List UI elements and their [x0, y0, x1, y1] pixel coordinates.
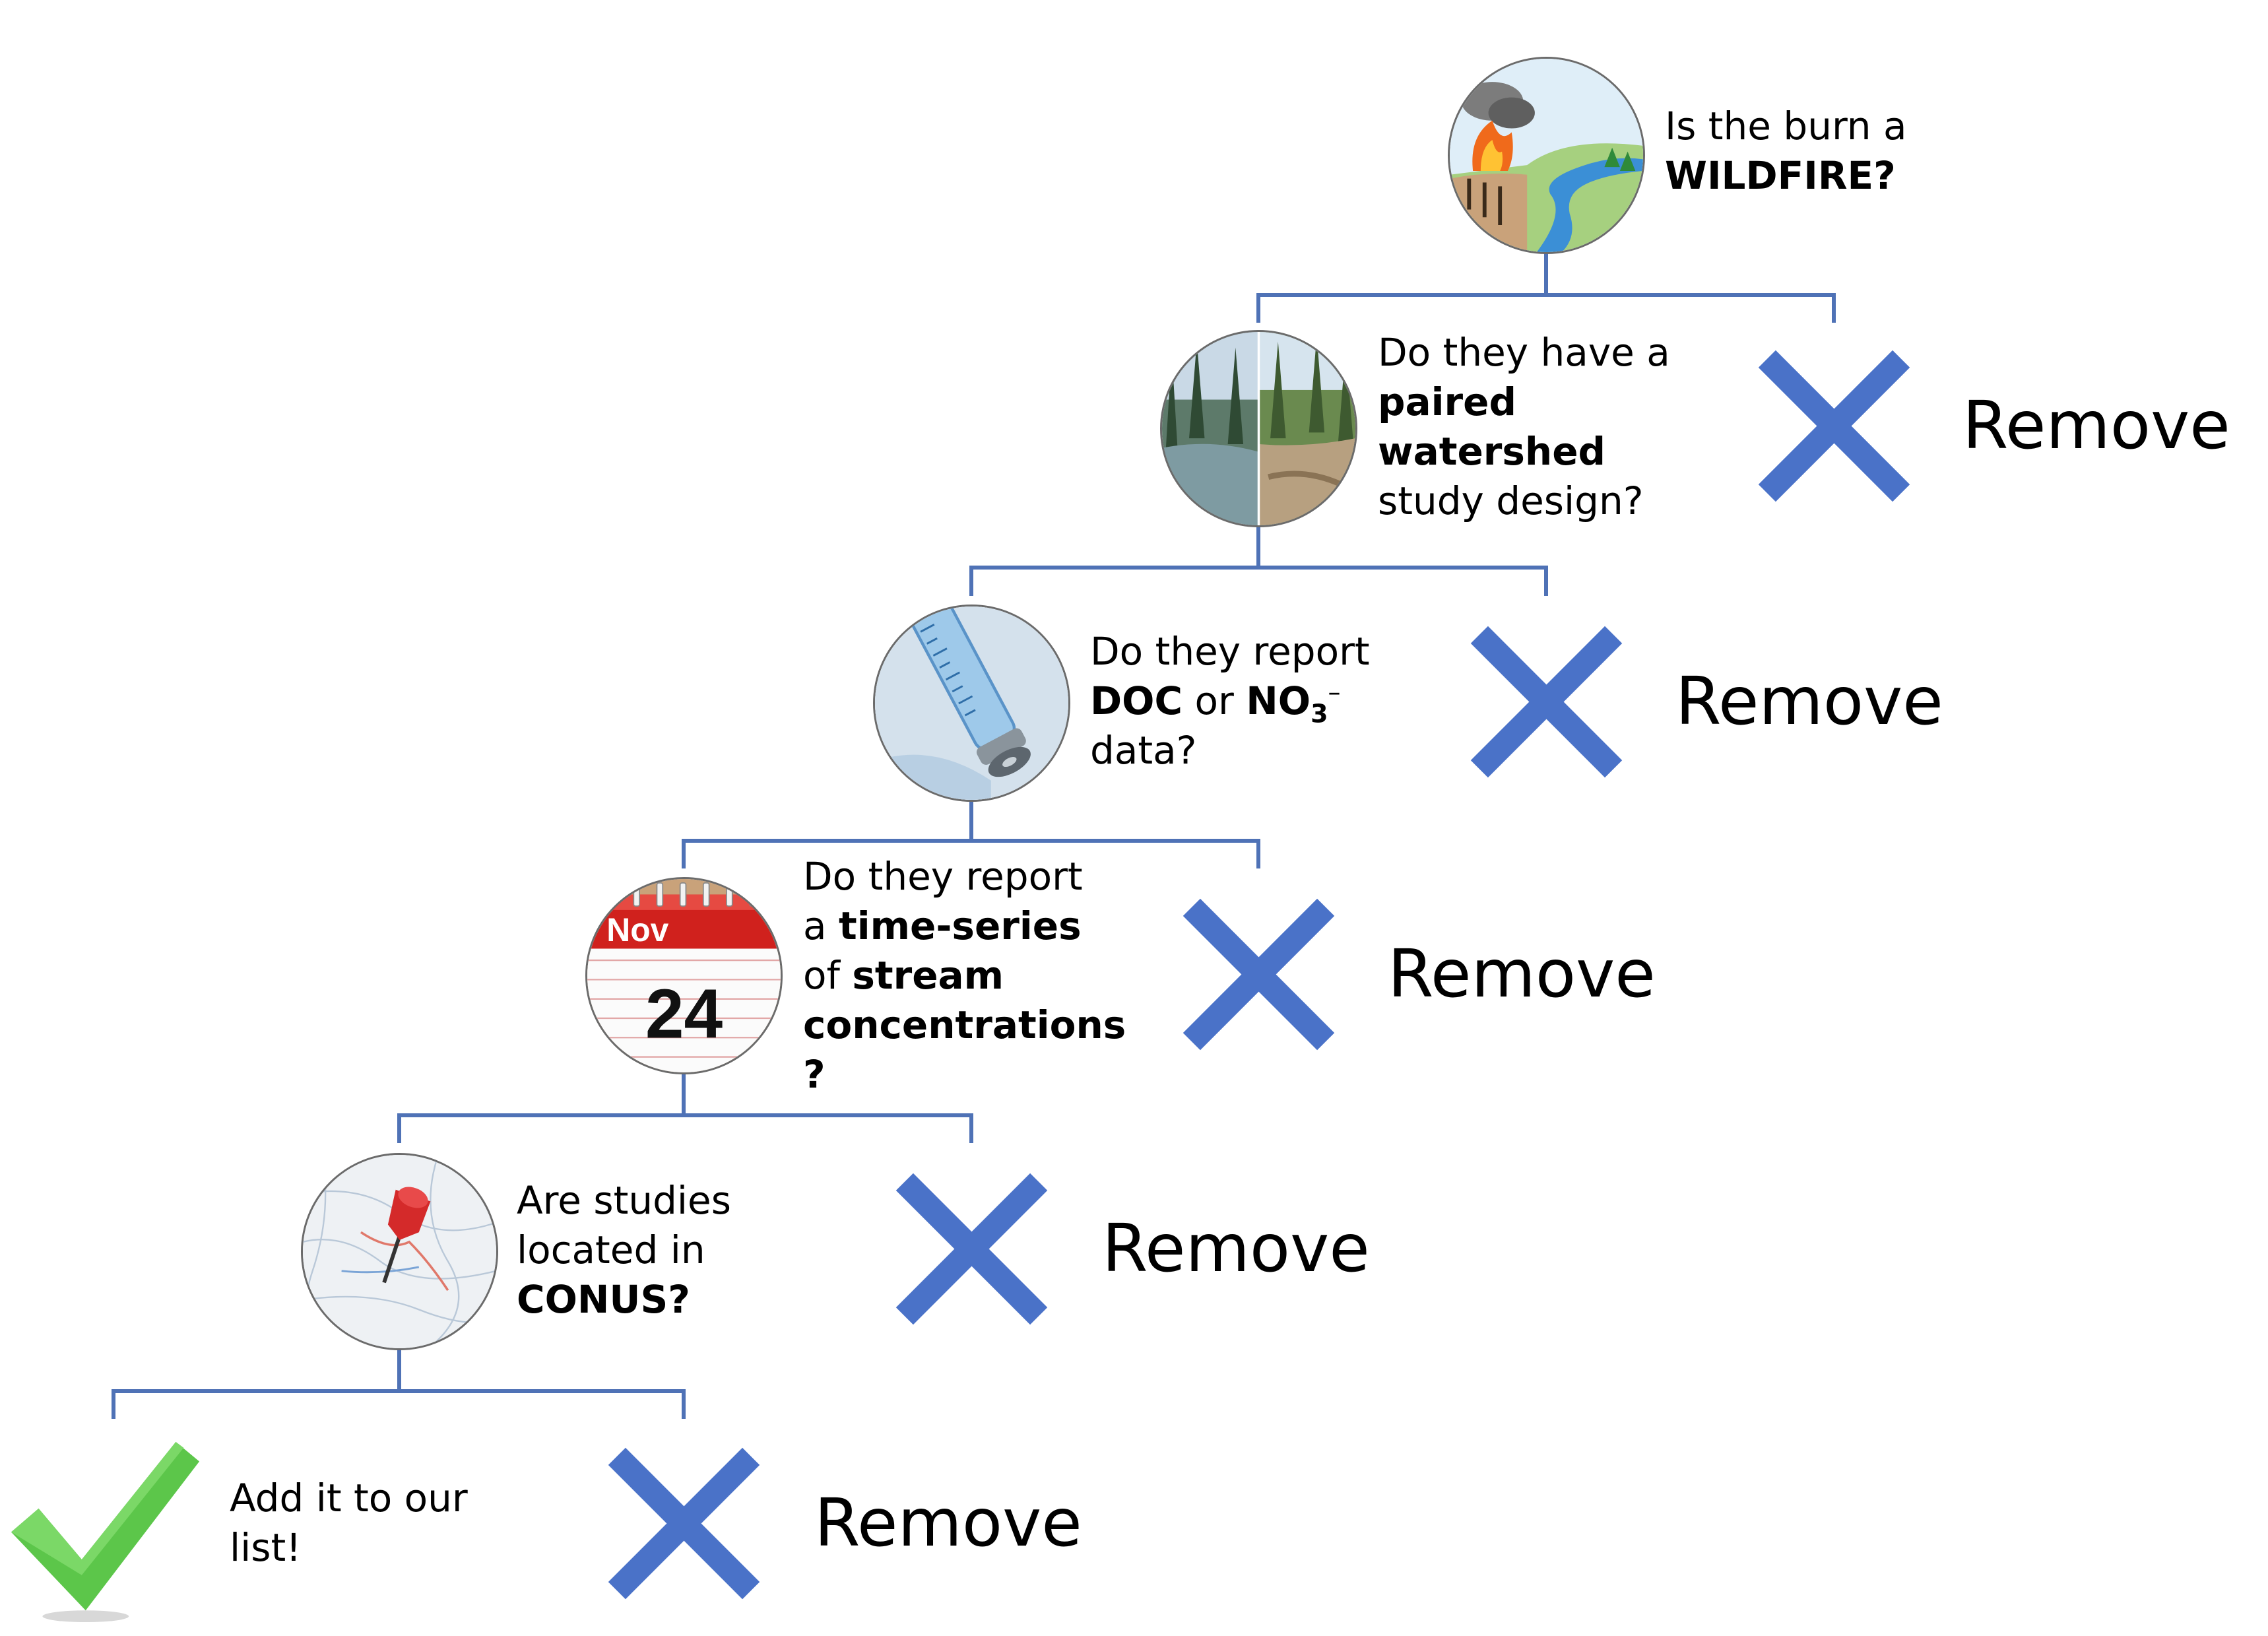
step-2-text-line: study design? [1378, 476, 1670, 526]
final-text-line: list! [230, 1523, 468, 1573]
final-text-part: list! [230, 1525, 302, 1570]
step-5-text-part: CONUS? [517, 1277, 690, 1322]
step-4-text-line: of stream [803, 951, 1126, 1000]
remove-label-5: Remove [814, 1484, 1082, 1561]
step-3-text-line: DOC or NO3– [1090, 676, 1370, 729]
step-2-text-line: paired [1378, 377, 1670, 427]
cross-icon-4 [895, 1173, 1047, 1325]
step-1-question-text: Is the burn a WILDFIRE? [1665, 102, 1907, 201]
step-2-text-part: Do they have a [1378, 330, 1670, 375]
cross-icon-1 [1758, 350, 1910, 502]
syringe-sample-icon [872, 604, 1070, 802]
step-3-text-part: 3 [1311, 699, 1328, 729]
step-2-text-part: watershed [1378, 429, 1606, 474]
step-4-text-line: concentrations [803, 1000, 1126, 1050]
step-2-text-line: Do they have a [1378, 328, 1670, 377]
step-2-text-line: watershed [1378, 427, 1670, 476]
step-4-text-part: Do they report [803, 854, 1083, 899]
checkmark-icon [11, 1441, 200, 1623]
step-3-text-part: Do they report [1090, 629, 1370, 674]
step-4-text-part: concentrations [803, 1002, 1126, 1047]
cross-icon-2 [1470, 626, 1622, 777]
step-3-text-part: data? [1090, 728, 1197, 773]
cross-icon-3 [1183, 898, 1334, 1050]
step-4-text-line: a time-series [803, 901, 1126, 951]
step-5-text-part: located in [517, 1227, 705, 1272]
remove-label-2: Remove [1675, 663, 1943, 740]
cross-icon-5 [608, 1447, 760, 1599]
step-3-text-part: – [1328, 677, 1341, 707]
step-2-text-part: paired [1378, 379, 1516, 424]
calendar-day: 24 [645, 975, 723, 1053]
step-5-text-line: Are studies [517, 1176, 731, 1226]
remove-label-3: Remove [1388, 935, 1656, 1012]
step-1-text-line: WILDFIRE? [1665, 151, 1907, 201]
step-5-text-part: Are studies [517, 1178, 731, 1223]
step-4-text-part: time-series [838, 903, 1082, 948]
remove-label-4: Remove [1102, 1210, 1370, 1287]
map-pin-icon [300, 1152, 498, 1350]
step-4-text-part: stream [852, 953, 1004, 998]
step-4-text-part: ? [803, 1052, 826, 1097]
step-4-text-line: ? [803, 1050, 1126, 1099]
step-4-text-part: a [803, 903, 839, 948]
step-1-text-part: WILDFIRE? [1665, 153, 1896, 198]
paired-watershed-photo-icon [1159, 329, 1357, 527]
step-3-text-part: NO [1246, 678, 1311, 723]
wildfire-landscape-icon [1447, 56, 1645, 254]
step-3-text-part: DOC [1090, 678, 1183, 723]
step-5-text-line: located in [517, 1226, 731, 1275]
final-text-line: Add it to our [230, 1474, 468, 1523]
step-4-text-line: Do they report [803, 852, 1126, 901]
step-1-text-part: Is the burn a [1665, 104, 1907, 148]
step-2-text-part: study design? [1378, 478, 1644, 523]
remove-label-1: Remove [1962, 387, 2230, 464]
final-text-part: Add it to our [230, 1476, 468, 1521]
step-4-text-part: of [803, 953, 853, 998]
calendar-icon: Nov 24 [585, 876, 783, 1074]
step-1-text-line: Is the burn a [1665, 102, 1907, 151]
step-3-text-line: Do they report [1090, 627, 1370, 676]
step-3-text-line: data? [1090, 726, 1370, 775]
step-5-text-line: CONUS? [517, 1275, 731, 1325]
calendar-month: Nov [606, 911, 668, 948]
step-3-text-part: or [1183, 678, 1247, 723]
